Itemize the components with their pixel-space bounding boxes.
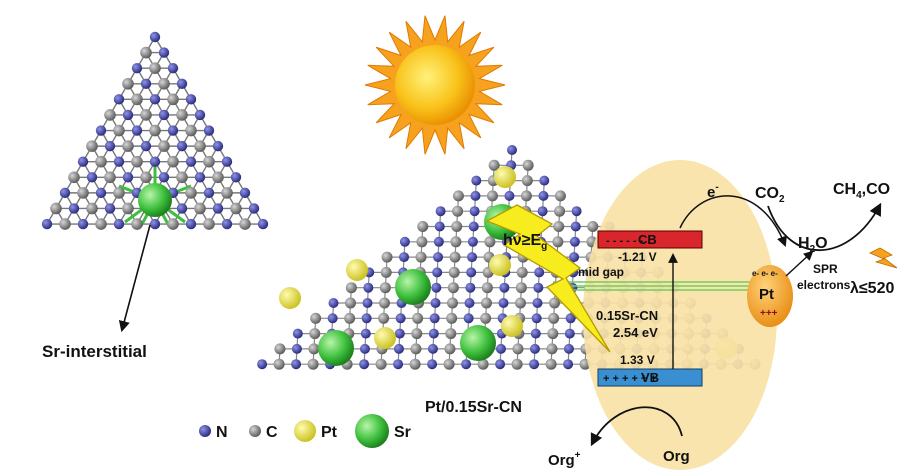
co2-label: CO2 <box>755 185 785 205</box>
org-label: Org <box>663 448 690 465</box>
cb-minus-signs: - - - - - - <box>606 235 644 247</box>
electron-transfer-arrow <box>679 195 787 247</box>
material-label: 0.15Sr-CN <box>596 308 658 323</box>
mid-gap-label: mid gap <box>578 265 624 279</box>
small-lightning-icon <box>869 247 898 269</box>
pt-label: Pt <box>759 286 774 303</box>
org-plus-label: Org+ <box>548 450 581 469</box>
vb-label: VB <box>641 370 659 385</box>
vb-potential: 1.33 V <box>620 353 655 367</box>
sr-interstitial-label: Sr-interstitial <box>42 342 147 361</box>
excitation-label: hν≥Eg <box>503 232 547 252</box>
pt-particle <box>747 265 793 327</box>
cb-label: CB <box>638 232 657 247</box>
mid-gap-lines <box>553 281 785 291</box>
sr-pointer-arrow <box>118 224 151 333</box>
lightning-icon <box>485 204 611 353</box>
pt-holes: +++ <box>760 308 778 319</box>
cb-potential: -1.21 V <box>618 250 657 264</box>
atom-legend: N C Pt Sr <box>199 414 411 448</box>
legend-swatch-pt <box>294 420 316 442</box>
oxidation-arrow <box>590 406 683 447</box>
legend-swatch-n <box>199 425 211 437</box>
legend-label-n: N <box>216 424 228 441</box>
wavelength-label: λ≤520 <box>850 280 894 297</box>
pt-electrons: e- e- e- <box>752 269 778 278</box>
legend-swatch-c <box>249 425 261 437</box>
conduction-band <box>597 230 703 249</box>
products-label: CH4,CO <box>833 181 890 201</box>
composite-label: Pt/0.15Sr-CN <box>425 399 522 416</box>
valence-band <box>597 368 703 387</box>
bandgap-label: 2.54 eV <box>613 325 658 340</box>
co2-reduction-arrow <box>767 202 882 252</box>
legend-label-pt: Pt <box>321 424 338 441</box>
legend-swatch-sr <box>355 414 389 448</box>
sr-interstitial-lattice <box>41 31 269 230</box>
spr-electrons-label: electrons <box>797 278 851 292</box>
spr-electron-arrow <box>785 250 814 277</box>
sun-icon <box>364 15 506 155</box>
electron-label: e- <box>707 182 719 201</box>
legend-label-c: C <box>266 424 278 441</box>
h2o-label: H2O <box>798 235 828 255</box>
legend-label-sr: Sr <box>394 424 411 441</box>
spr-label: SPR <box>813 262 838 276</box>
vb-plus-signs: + + + + + + <box>603 373 657 385</box>
